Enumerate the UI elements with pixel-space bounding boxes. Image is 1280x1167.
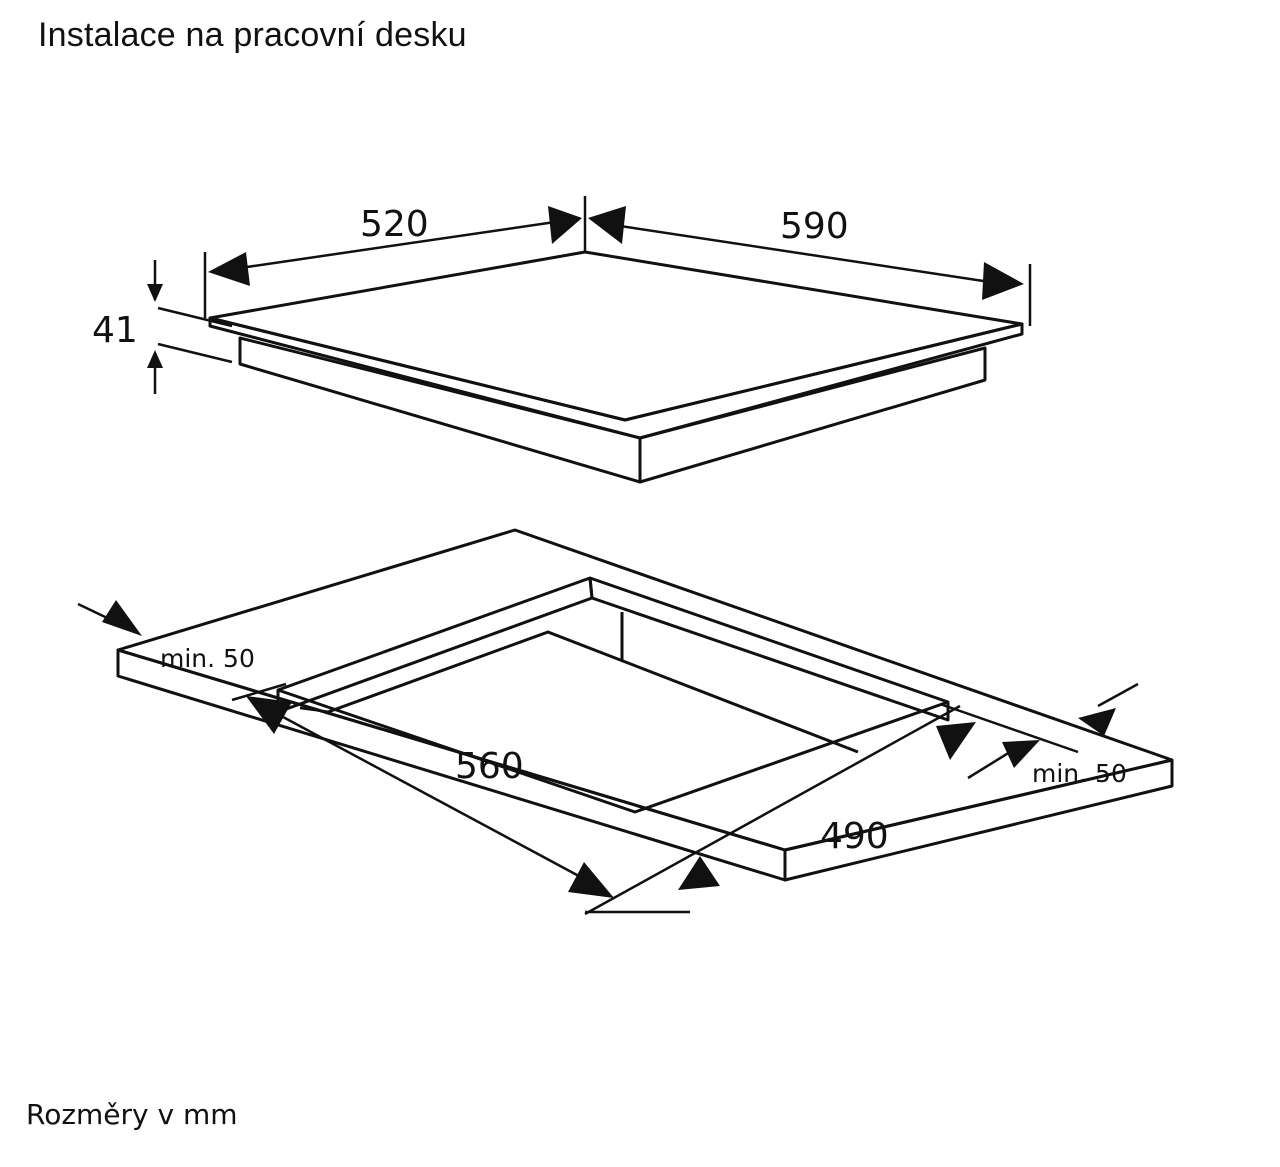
hob-illustration [208,250,1024,484]
arrowhead-icon [1002,740,1040,768]
hob-width-label: 590 [780,206,849,247]
hob-height-label: 41 [92,310,138,351]
hob-depth-label: 520 [360,204,429,245]
arrowhead-icon [147,350,163,368]
margin-left: min. 50 [77,600,255,673]
arrowhead-icon [1078,708,1116,736]
countertop-top-face [116,528,1174,852]
dimension-560: 560 [231,682,690,914]
hob-body-right-face [638,346,987,484]
arrowhead-icon [208,252,250,286]
countertop-illustration [116,528,1174,882]
page-title: Instalace na pracovní desku [38,16,467,54]
arrowhead-icon [982,262,1024,300]
dimension-590: 590 [588,206,1032,326]
dimension-490: 490 [584,704,976,916]
hob-glass-top [208,250,1024,422]
dimension-41: 41 [92,260,233,394]
margin-right-label: min. 50 [1032,759,1127,788]
dimension-520: 520 [203,196,587,318]
arrowhead-icon [246,696,292,734]
arrowhead-icon [568,862,614,898]
cutout-depth-label: 490 [820,816,889,857]
margin-left-label: min. 50 [160,644,255,673]
hob-glass-edge [208,316,1024,440]
margin-right: min. 50 [939,682,1139,788]
arrowhead-icon [548,206,582,244]
arrowhead-icon [588,206,626,244]
arrowhead-icon [936,722,976,760]
arrowhead-icon [678,856,720,890]
arrowhead-icon [102,600,142,636]
cutout-width-label: 560 [455,746,524,787]
arrowhead-icon [147,284,163,302]
units-note: Rozměry v mm [26,1098,238,1131]
